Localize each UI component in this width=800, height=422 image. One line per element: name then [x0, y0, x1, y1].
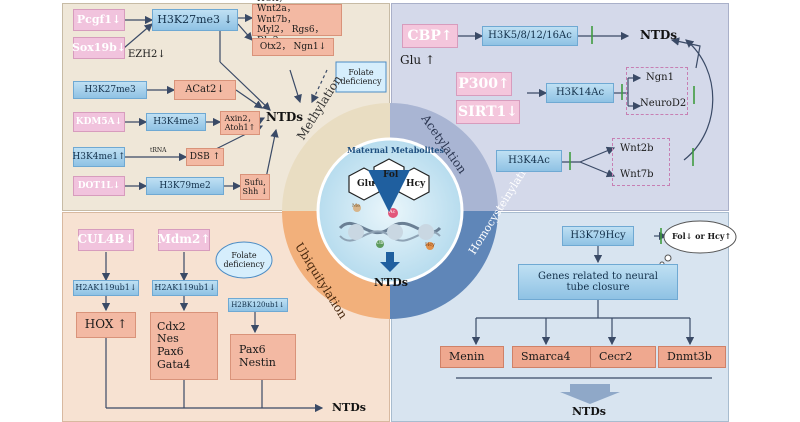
center-ac: Ac	[389, 209, 396, 215]
cecr2-box: Cecr2	[590, 346, 656, 368]
acet-ntds: NTDs	[640, 28, 678, 42]
ntds-big-arrow	[560, 384, 620, 404]
center-fol: Fol	[383, 170, 399, 180]
h3k4me3-box: H3K4me3	[146, 113, 206, 131]
center-glu: Glu	[357, 179, 375, 189]
kdm5a-box: KDM5A↓	[73, 112, 125, 132]
pcgf1-box: Pcgf1↓	[73, 9, 125, 31]
pax6-nestin-box: Pax6 Nestin	[230, 334, 296, 380]
nes-label: Nes	[157, 332, 179, 346]
ubiq-ntds: NTDs	[332, 401, 366, 414]
h3k14ac-box: H3K14Ac	[546, 83, 614, 103]
otx2-box: Otx2， Ngn1↓	[252, 38, 334, 56]
h3k4ac-box: H3K4Ac	[496, 150, 562, 172]
neurod2-label: NeuroD2	[640, 98, 687, 109]
glu-label: Glu ↑	[400, 53, 436, 67]
h2ak119ub1-b-box: H2AK119ub1↓	[152, 280, 218, 296]
menin-box: Menin	[440, 346, 504, 368]
pax6b-label: Pax6	[239, 343, 266, 357]
h3k79me2-box: H3K79me2	[146, 177, 224, 195]
pax6-label: Pax6	[157, 345, 184, 358]
ngn1-label: Ngn1	[646, 72, 674, 83]
cloud-bubble	[659, 220, 737, 267]
nestin-label: Nestin	[239, 356, 276, 369]
meth-ntds: NTDs	[266, 110, 304, 124]
smarca4-box: Smarca4	[512, 346, 592, 368]
cul4b-box: CUL4B↓	[78, 229, 135, 251]
h3k27me3-box: H3K27me3	[73, 81, 147, 99]
gata4-label: Gata4	[157, 357, 191, 371]
homo-ntds: NTDs	[572, 405, 606, 418]
genes-box: Genes related to neural tube closure	[518, 264, 678, 300]
cdx2-label: Cdx2	[157, 319, 186, 333]
wheel	[282, 103, 498, 319]
p300-box: P300↑	[456, 72, 512, 96]
h2ak119ub1-a-box: H2AK119ub1↓	[73, 280, 139, 296]
center-title: Maternal Metabolites	[347, 145, 444, 155]
ubiq-targets-box: Cdx2 Nes Pax6 Gata4	[150, 312, 218, 380]
center-hcy-mark: Hcy	[425, 242, 435, 248]
center-me: Me	[352, 203, 361, 209]
folate-box-meth	[335, 61, 387, 93]
wnt-group	[612, 138, 670, 186]
hox-box: HOX ↑	[76, 312, 136, 338]
axin2-box: Axin2， Atoh1↑	[220, 111, 260, 135]
h3k5-box: H3K5/8/12/16Ac	[482, 26, 578, 46]
acetylation-arrows	[458, 31, 714, 178]
sox19b-box: Sox19b↓	[72, 37, 126, 59]
h3k27me3-top-box: H3K27me3 ↓	[152, 9, 238, 31]
mdm2-box: Mdm2↑	[158, 229, 210, 251]
center-hcy: Hcy	[406, 179, 426, 189]
sirt1-box: SIRT1↓	[456, 100, 520, 124]
trna-label: tRNA	[150, 147, 167, 154]
h3k79hcy-box: H3K79Hcy	[562, 226, 634, 246]
dnmt3b-box: Dnmt3b	[658, 346, 726, 368]
center-ub: Ub	[376, 240, 384, 246]
sufu-box: Sufu, Shh ↓	[240, 174, 270, 200]
ubiquitylation-arrows	[101, 252, 324, 413]
dsb-box: DSB ↑	[186, 148, 224, 166]
folate-deficiency-ubiq: Folate deficiency	[223, 250, 265, 269]
ngn1-group	[626, 67, 688, 115]
cbp-box: CBP↑	[402, 24, 458, 48]
ezh2-label: EZH2↓	[128, 49, 166, 60]
cloud-text: Fol↓ or Hcy↑	[672, 231, 732, 241]
targets-up-box: HOX， Wnt2a， Wnt7b， Myl2， Rgs6， Dlg2	[252, 0, 342, 46]
folate-bubble-ubiq	[215, 241, 273, 279]
folate-deficiency-meth: Folate deficiency	[340, 67, 382, 86]
wnt2b-label: Wnt2b	[620, 143, 654, 154]
acat2-box: ACat2↓	[174, 80, 236, 100]
dot1l-box: DOT1L↓	[73, 176, 125, 196]
homocysteinylation-arrows	[456, 231, 712, 379]
h2bk120ub1-box: H2BK120ub1↓	[228, 298, 288, 312]
center-ntds: NTDs	[374, 276, 408, 289]
h3k4me1-box: H3K4me1↑	[72, 147, 126, 167]
wnt7b-label: Wnt7b	[620, 169, 654, 180]
